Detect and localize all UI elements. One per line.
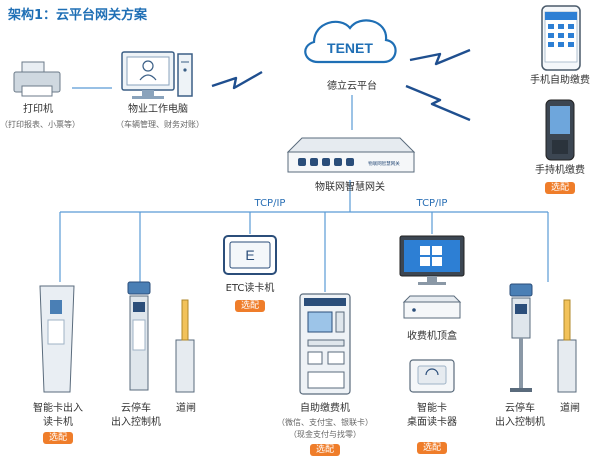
gateway-label: 物联网智慧网关 bbox=[315, 182, 385, 193]
kiosk-label: 自助缴费机 bbox=[300, 403, 350, 414]
protocol-left-label: TCP/IP bbox=[254, 198, 286, 209]
handheld-terminal-icon bbox=[545, 99, 575, 161]
kiosk-optional-badge: 选配 bbox=[309, 444, 341, 456]
barrier-gate-left-icon bbox=[175, 299, 195, 393]
cloud-mobile-wireless-icon bbox=[409, 48, 471, 66]
cloud-platform-label: 德立云平台 bbox=[327, 81, 377, 92]
barrier-right-label: 道闸 bbox=[560, 403, 580, 414]
cloud-parking-controller-right-icon bbox=[509, 283, 533, 392]
kiosk-sub-label-2: （现金支付与找零） bbox=[289, 430, 361, 439]
cloud-parking-right-label-1: 云停车 bbox=[505, 403, 535, 414]
desktop-reader-label-2: 桌面读卡器 bbox=[407, 417, 457, 428]
fee-set-top-box-icon bbox=[402, 295, 462, 319]
etc-reader-icon: E bbox=[223, 235, 277, 275]
cloud-parking-controller-left-icon bbox=[127, 281, 151, 391]
smart-card-in-optional-badge: 选配 bbox=[42, 432, 74, 444]
cloud-icon: TENET bbox=[304, 19, 397, 64]
desktop-card-reader-icon bbox=[409, 359, 455, 393]
handheld-optional-badge: 选配 bbox=[544, 182, 576, 194]
printer-label: 打印机 bbox=[23, 104, 53, 115]
desktop-reader-optional-badge: 选配 bbox=[416, 442, 448, 454]
smart-card-in-label-2: 读卡机 bbox=[43, 417, 73, 428]
gateway-device-icon: 物联网智慧网关 bbox=[286, 137, 416, 173]
mobile-phone-icon bbox=[541, 5, 581, 71]
gateway-device-text: 物联网智慧网关 bbox=[368, 160, 400, 167]
wireless-links bbox=[211, 48, 471, 122]
cloud-parking-right-label-2: 出入控制机 bbox=[495, 417, 545, 428]
etc-label: ETC读卡机 bbox=[225, 283, 275, 294]
cloud-logo-text: TENET bbox=[327, 40, 373, 56]
pc-cloud-wireless-icon bbox=[211, 70, 263, 90]
cloud-parking-left-label-2: 出入控制机 bbox=[111, 417, 161, 428]
cloud-parking-left-label-1: 云停车 bbox=[121, 403, 151, 414]
page-title: 架构1：云平台网关方案 bbox=[8, 8, 148, 23]
smart-card-reader-tower-icon bbox=[39, 285, 75, 393]
etc-glyph: E bbox=[245, 247, 254, 263]
fee-box-label: 收费机顶盒 bbox=[407, 331, 457, 342]
mobile-pay-label: 手机自助缴费 bbox=[530, 75, 590, 86]
desktop-reader-label-1: 智能卡 bbox=[417, 403, 447, 414]
cloud-handheld-wireless-icon bbox=[405, 84, 471, 122]
handheld-label: 手持机缴费 bbox=[535, 165, 585, 176]
payment-kiosk-icon bbox=[299, 293, 351, 395]
monitor-icon bbox=[399, 235, 465, 285]
pc-label: 物业工作电脑 bbox=[128, 104, 188, 115]
connection-lines bbox=[59, 87, 549, 292]
pc-sub-label: （车辆管理、财务对账） bbox=[116, 120, 204, 129]
barrier-gate-right-icon bbox=[557, 299, 577, 393]
kiosk-sub-label-1: （微信、支付宝、银联卡） bbox=[277, 418, 373, 427]
etc-optional-badge: 选配 bbox=[234, 300, 266, 312]
protocol-right-label: TCP/IP bbox=[416, 198, 448, 209]
pc-icon bbox=[121, 51, 193, 99]
printer-icon bbox=[13, 61, 61, 97]
printer-sub-label: （打印报表、小票等） bbox=[0, 120, 80, 129]
smart-card-in-label-1: 智能卡出入 bbox=[33, 403, 83, 414]
barrier-left-label: 道闸 bbox=[176, 403, 196, 414]
